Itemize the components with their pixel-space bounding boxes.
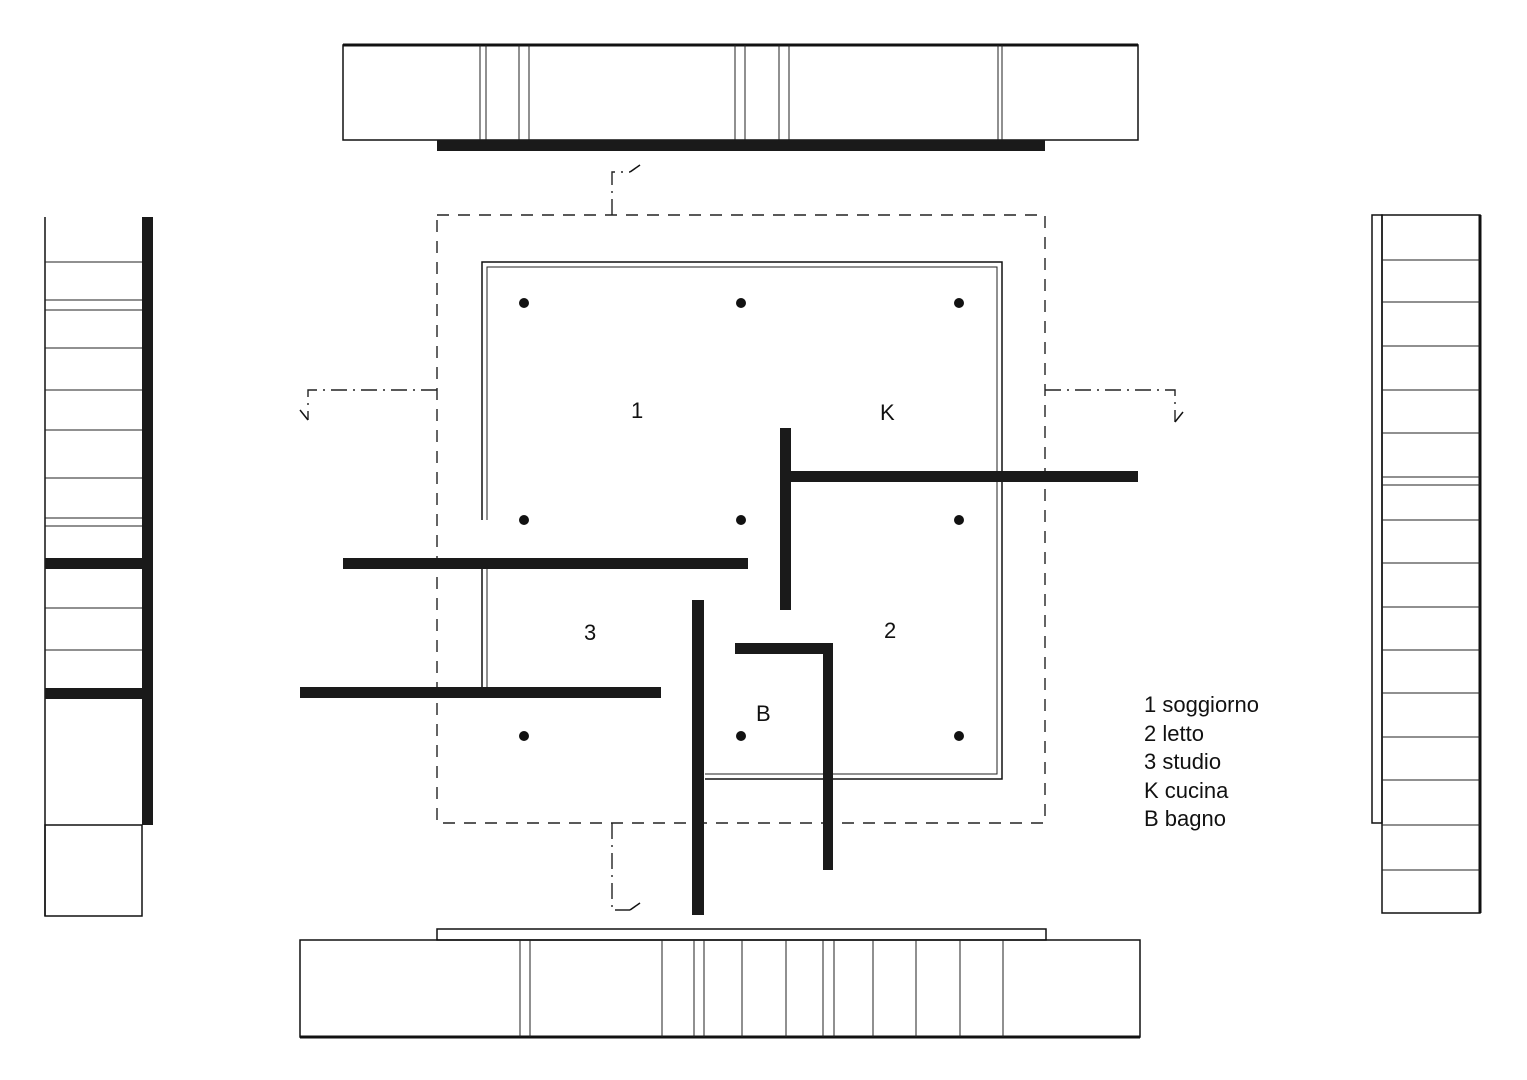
room-label-b: B: [756, 701, 771, 726]
section-markers: [299, 164, 1184, 911]
glass-walls: [481, 261, 1003, 780]
columns: [519, 298, 964, 741]
legend-item: B bagno: [1144, 806, 1226, 831]
left-elevation: [44, 217, 153, 917]
top-elevation: [342, 43, 1139, 151]
legend-item: 1 soggiorno: [1144, 692, 1259, 717]
legend: 1 soggiorno 2 letto 3 studio K cucina B …: [1144, 692, 1259, 831]
legend-item: 2 letto: [1144, 721, 1204, 746]
right-elevation: [1371, 214, 1482, 914]
roof-outline: [436, 214, 1046, 824]
legend-item: 3 studio: [1144, 749, 1221, 774]
room-label-k: K: [880, 400, 895, 425]
walls: [300, 428, 1138, 915]
room-label-1: 1: [631, 398, 643, 423]
room-label-2: 2: [884, 618, 896, 643]
room-label-3: 3: [584, 620, 596, 645]
bottom-elevation: [299, 928, 1141, 1039]
legend-item: K cucina: [1144, 778, 1229, 803]
plan: 1 K 3 2 B: [299, 164, 1184, 915]
